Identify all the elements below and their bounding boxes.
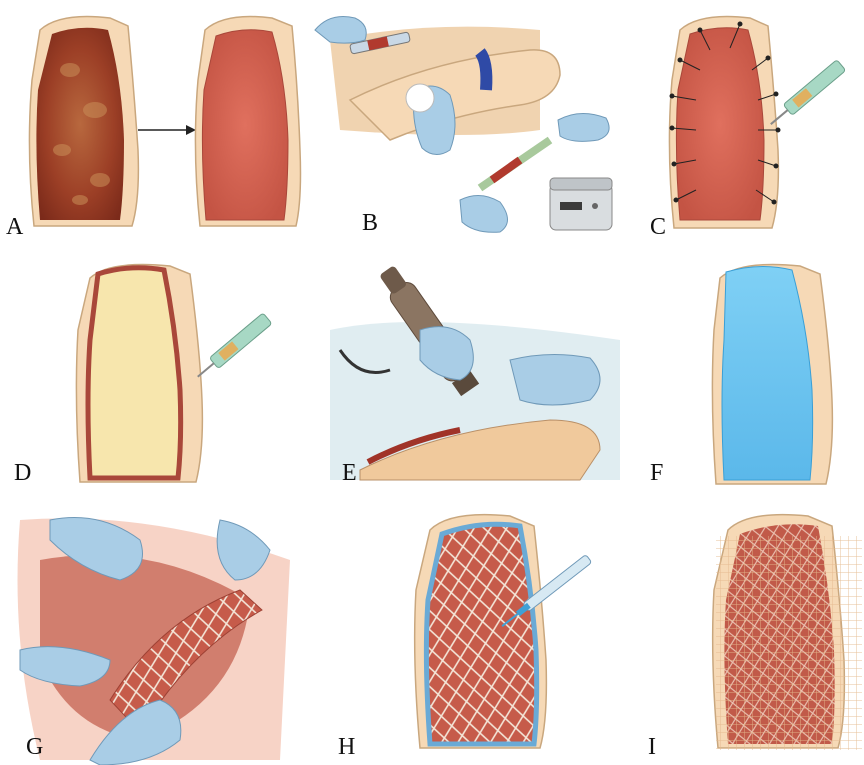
panel-label-c: C	[650, 214, 666, 241]
wound	[676, 28, 764, 220]
panel-label-a: A	[6, 214, 23, 241]
panel-h: H	[320, 500, 630, 765]
panel-g-illustration	[0, 500, 310, 765]
panel-e: E	[320, 250, 630, 490]
clean-wound	[202, 30, 288, 220]
panel-i-illustration	[640, 500, 864, 765]
glove-hand-low	[460, 195, 508, 232]
panel-label-e: E	[342, 460, 357, 487]
panel-c: C	[640, 0, 864, 245]
panel-h-illustration	[320, 500, 630, 765]
panel-f-illustration	[640, 250, 864, 490]
panel-a-illustration	[0, 0, 310, 240]
panel-d: D	[0, 250, 310, 490]
panel-b: B	[310, 0, 630, 245]
panel-f: F	[640, 250, 864, 490]
panel-d-illustration	[0, 250, 310, 490]
syringe	[193, 313, 272, 382]
blue-dressing	[722, 266, 813, 480]
gauze-grid	[716, 536, 862, 750]
panel-b-illustration	[310, 0, 630, 245]
panel-label-b: B	[362, 210, 378, 237]
panel-label-h: H	[338, 734, 355, 761]
panel-i: I	[640, 500, 864, 765]
panel-c-illustration	[640, 0, 864, 245]
gel-filled-wound	[88, 268, 181, 478]
panel-label-i: I	[648, 734, 656, 761]
glove-hand-upper	[558, 113, 609, 141]
panel-g: G	[0, 500, 310, 765]
panel-label-d: D	[14, 460, 31, 487]
meshed-graft	[426, 524, 536, 744]
panel-label-g: G	[26, 734, 43, 761]
tourniquet	[480, 52, 486, 90]
glove-hand-right	[510, 354, 600, 405]
panel-e-illustration	[320, 250, 630, 490]
panel-a: A	[0, 0, 310, 240]
panel-label-f: F	[650, 460, 663, 487]
debris-wound	[36, 28, 124, 220]
glove-hand-top	[315, 17, 366, 44]
